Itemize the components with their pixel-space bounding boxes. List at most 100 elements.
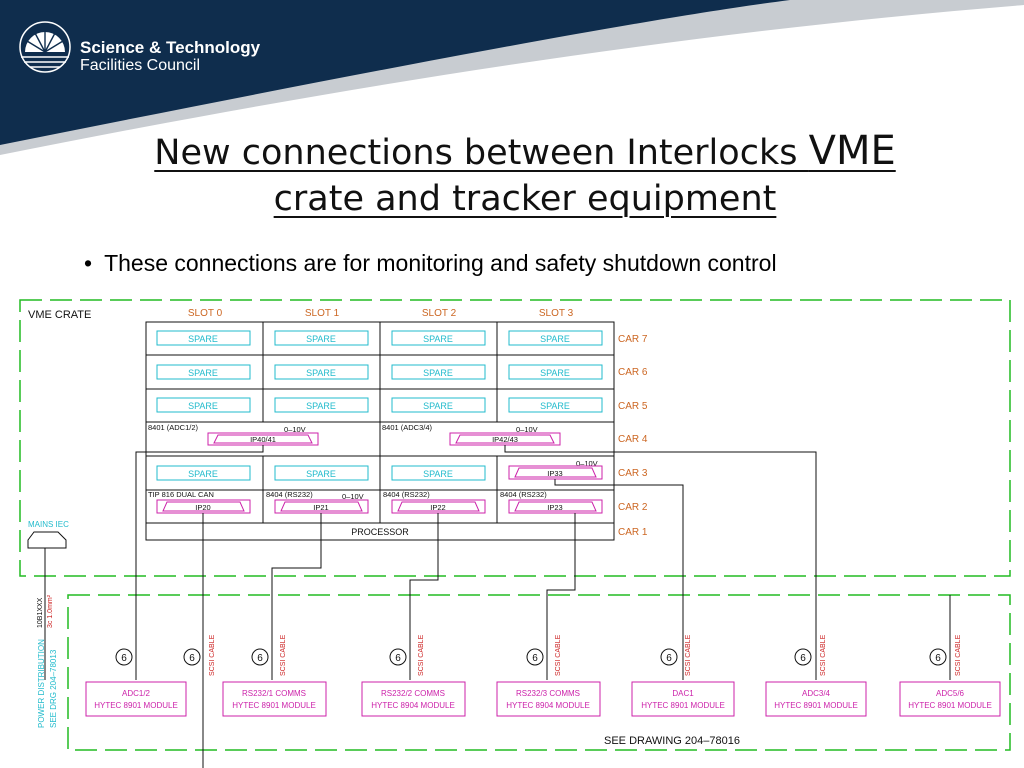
spare-label: SPARE — [188, 469, 218, 479]
car3-volt-label: 0–10V — [576, 459, 598, 468]
scsi-cable-label: SCSI CABLE — [820, 634, 827, 676]
car2-module-1-label: 8404 (RS232) — [266, 490, 313, 499]
power-cable-sub-label: 3c 1.0mm² — [47, 594, 54, 628]
module-line2: HYTEC 8901 MODULE — [641, 701, 725, 710]
car2-volt-label: 0–10V — [342, 492, 364, 501]
module-dac1 — [631, 681, 735, 717]
slot-3-label: SLOT 3 — [539, 308, 574, 319]
module-rs232-3 — [496, 681, 601, 717]
scsi-cable-label: SCSI CABLE — [955, 634, 962, 676]
module-line1: ADC1/2 — [122, 689, 151, 698]
car4-right-volt-label: 0–10V — [516, 425, 538, 434]
slot-0-label: SLOT 0 — [188, 308, 223, 319]
spare-label: SPARE — [188, 401, 218, 411]
connector-ip22: IP22 — [430, 503, 445, 512]
power-distribution-ref: SEE DRG 204–78013 — [49, 649, 58, 728]
car-5-label: CAR 5 — [618, 401, 648, 412]
module-line1: RS232/2 COMMS — [381, 689, 445, 698]
scsi-cable-label: SCSI CABLE — [280, 634, 287, 676]
car2-module-3-label: 8404 (RS232) — [500, 490, 547, 499]
module-line1: RS232/3 COMMS — [516, 689, 580, 698]
wiring-diagram: VME CRATE SLOT 0 SLOT 1 SLOT 2 SLOT 3 CA… — [19, 299, 1011, 768]
car-3-label: CAR 3 — [618, 468, 648, 479]
spare-label: SPARE — [306, 334, 336, 344]
power-distribution-boundary — [67, 594, 1011, 751]
cable-number: 6 — [121, 653, 127, 664]
car2-module-0-label: TIP 816 DUAL CAN — [148, 490, 214, 499]
module-adc34 — [765, 681, 867, 717]
wire-rs232-3 — [546, 513, 576, 680]
connector-ip23: IP23 — [547, 503, 562, 512]
connector-ip33: IP33 — [547, 469, 562, 478]
scsi-cable-label: SCSI CABLE — [685, 634, 692, 676]
power-distribution-label: POWER DISTRIBUTION — [37, 639, 46, 728]
module-line1: RS232/1 COMMS — [242, 689, 306, 698]
spare-label: SPARE — [188, 334, 218, 344]
title-part3: crate and tracker equipment — [273, 179, 777, 219]
vme-crate-label: VME CRATE — [28, 309, 91, 321]
vme-crate-boundary — [19, 299, 1011, 577]
cable-number: 6 — [532, 653, 538, 664]
spare-label: SPARE — [540, 401, 570, 411]
connector-ip42-43: IP42/43 — [492, 435, 518, 444]
mains-iec-icon — [27, 531, 67, 549]
car-2-label: CAR 2 — [618, 502, 648, 513]
car4-left-volt-label: 0–10V — [284, 425, 306, 434]
car-4-label: CAR 4 — [618, 434, 648, 445]
connector-ip21: IP21 — [313, 503, 328, 512]
car4-right-module-label: 8401 (ADC3/4) — [382, 423, 433, 432]
car-6-label: CAR 6 — [618, 367, 648, 378]
wire-adc12 — [135, 445, 264, 680]
module-rs232-2 — [361, 681, 466, 717]
spare-label: SPARE — [423, 334, 453, 344]
wire-adc34 — [504, 445, 817, 680]
module-line2: HYTEC 8901 MODULE — [94, 701, 178, 710]
header-banner — [0, 0, 1024, 155]
car-1-label: CAR 1 — [618, 527, 648, 538]
module-adc56 — [899, 681, 1001, 717]
spare-label: SPARE — [306, 401, 336, 411]
spare-label: SPARE — [423, 368, 453, 378]
car-7-label: CAR 7 — [618, 334, 648, 345]
wire-dac1 — [554, 479, 684, 680]
scsi-cable-label: SCSI CABLE — [555, 634, 562, 676]
car2-module-2-label: 8404 (RS232) — [383, 490, 430, 499]
banner-background — [0, 0, 790, 145]
slot-1-label: SLOT 1 — [305, 308, 340, 319]
logo-text-line1: Science & Technology — [80, 38, 261, 57]
cable-number: 6 — [935, 653, 941, 664]
module-line2: HYTEC 8901 MODULE — [908, 701, 992, 710]
cable-number: 6 — [666, 653, 672, 664]
stfc-logo-icon — [19, 21, 71, 73]
connector-ip20: IP20 — [195, 503, 210, 512]
bullet-point: • These connections are for monitoring an… — [84, 250, 777, 277]
module-line1: DAC1 — [672, 689, 694, 698]
cable-number: 6 — [189, 653, 195, 664]
wire-rs232-2 — [409, 513, 439, 680]
module-line1: ADC3/4 — [802, 689, 831, 698]
cable-number: 6 — [395, 653, 401, 664]
power-cable-label: 10B1XXX — [37, 597, 44, 628]
bullet-dot-icon: • — [84, 250, 93, 276]
scsi-cable-label: SCSI CABLE — [418, 634, 425, 676]
wire-rs232-1 — [271, 513, 322, 680]
spare-label: SPARE — [188, 368, 218, 378]
module-line2: HYTEC 8901 MODULE — [232, 701, 316, 710]
spare-label: SPARE — [423, 401, 453, 411]
cable-number: 6 — [800, 653, 806, 664]
scsi-cable-label: SCSI CABLE — [209, 634, 216, 676]
slot-2-label: SLOT 2 — [422, 308, 457, 319]
logo-text-line2: Facilities Council — [80, 57, 201, 74]
spare-label: SPARE — [540, 368, 570, 378]
title-part1: New connections between Interlocks — [154, 133, 809, 173]
mains-iec-label: MAINS IEC — [28, 520, 69, 529]
spare-label: SPARE — [306, 368, 336, 378]
module-adc12 — [85, 681, 187, 717]
cable-number: 6 — [257, 653, 263, 664]
see-drawing-label: SEE DRAWING 204–78016 — [604, 735, 740, 747]
bullet-text: These connections are for monitoring and… — [104, 250, 777, 276]
module-line2: HYTEC 8901 MODULE — [774, 701, 858, 710]
connector-ip40-41: IP40/41 — [250, 435, 276, 444]
spare-label: SPARE — [423, 469, 453, 479]
processor-label: PROCESSOR — [351, 527, 409, 537]
